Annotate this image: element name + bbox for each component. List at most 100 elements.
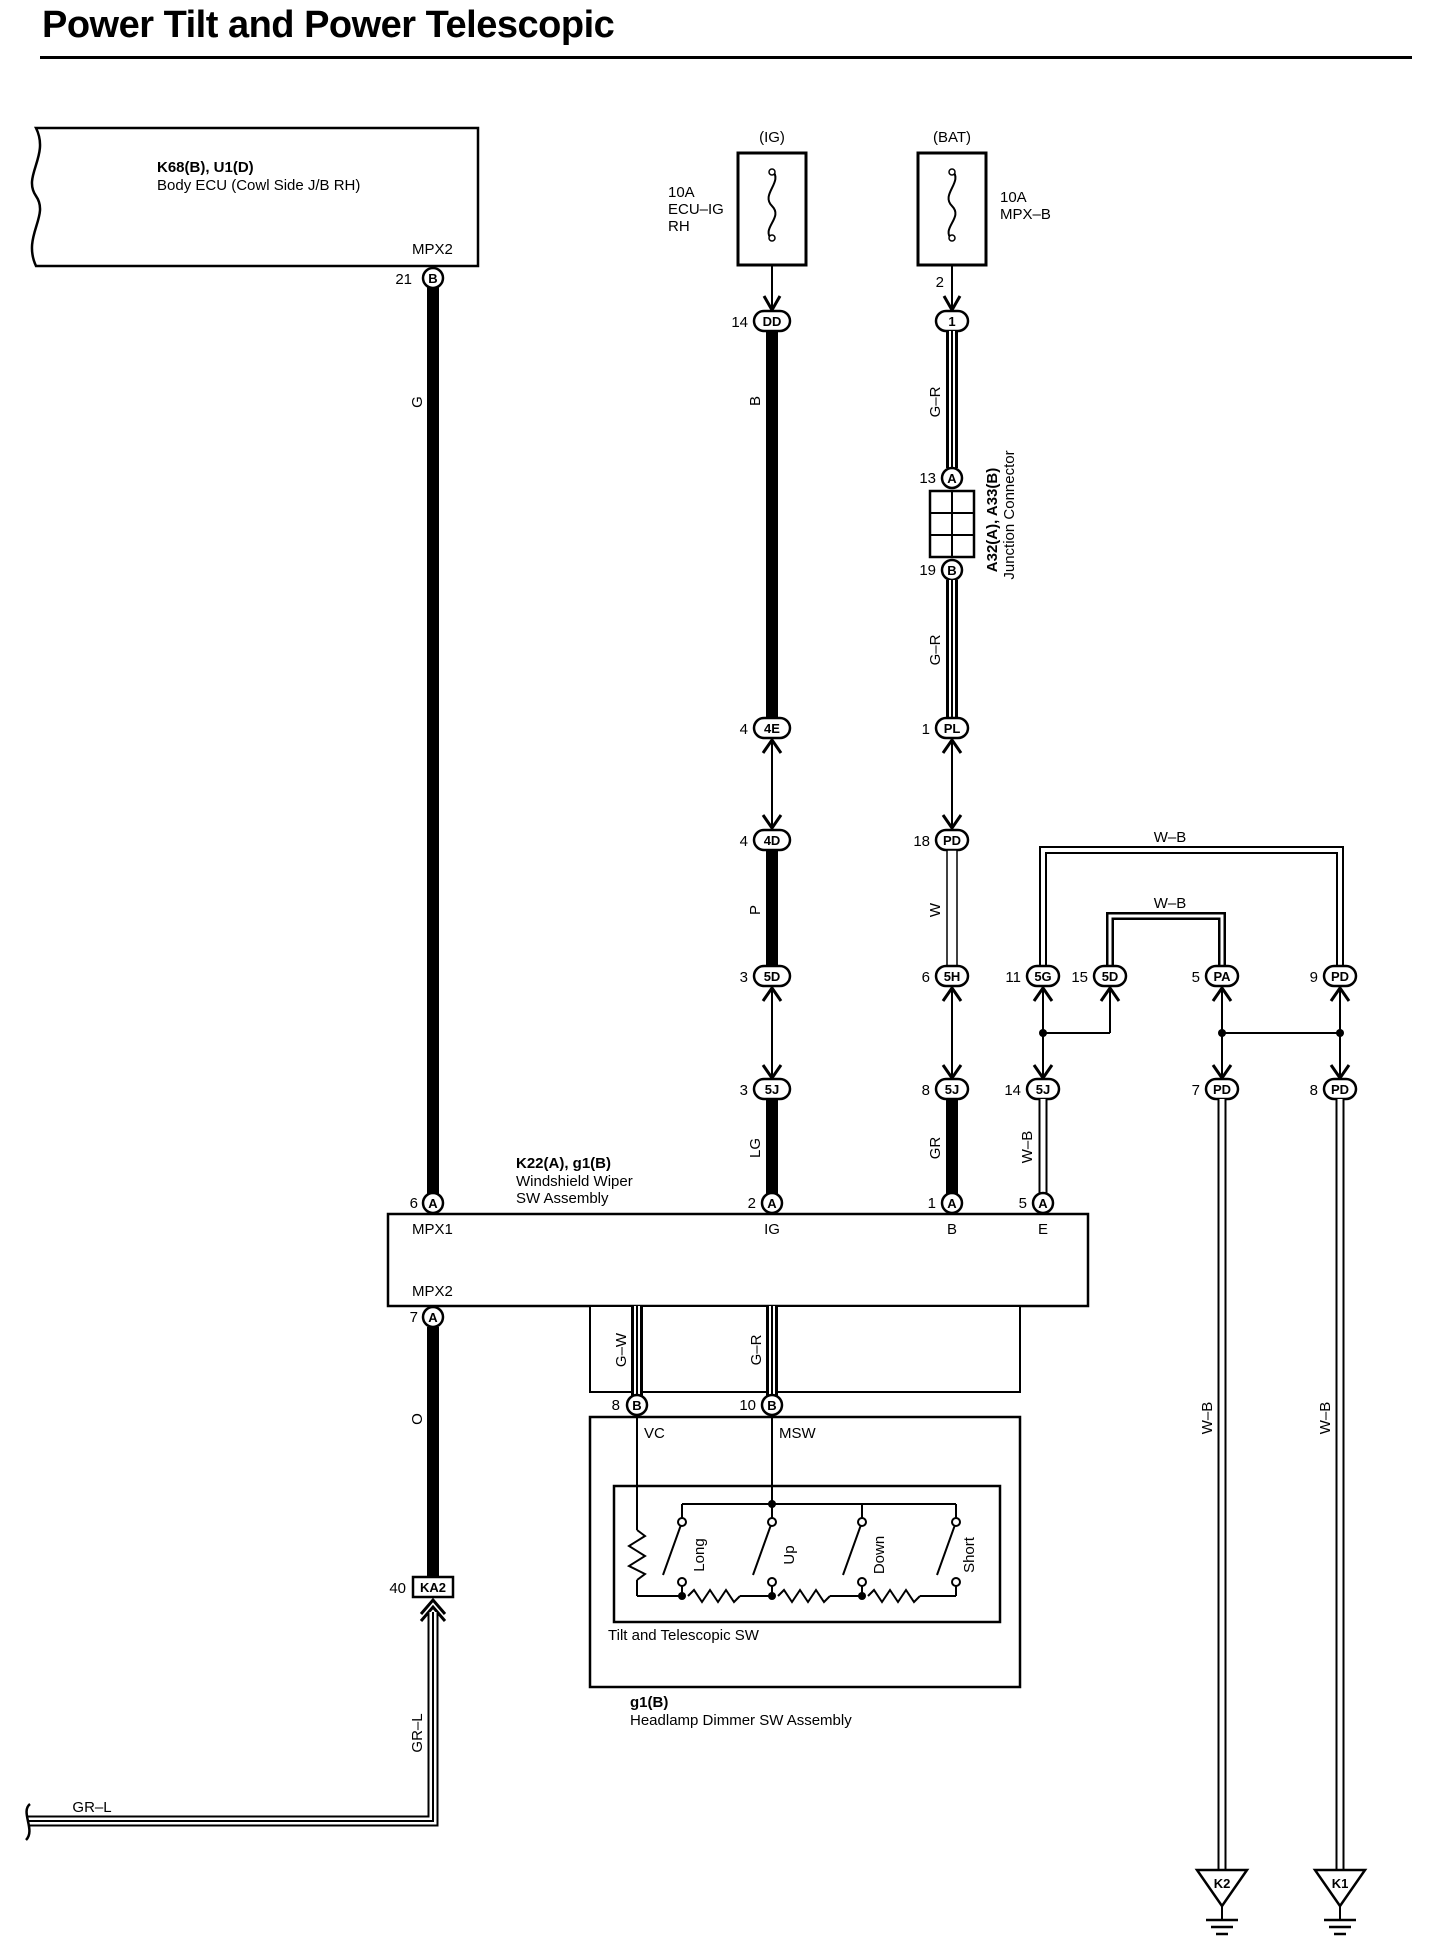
connector-ka2: 40 KA2 [389,1575,455,1599]
svg-text:4D: 4D [764,833,781,848]
wiper-dimmer-link-box [589,1305,1021,1393]
svg-text:11: 11 [1005,969,1021,986]
svg-text:A: A [947,471,957,486]
body-ecu-box [30,126,480,268]
svg-text:KA2: KA2 [420,1580,446,1595]
svg-text:A: A [1038,1196,1048,1211]
fuse-bat-supply: (BAT) [933,129,971,146]
svg-text:7: 7 [410,1309,418,1326]
svg-text:DD: DD [763,314,782,329]
wiper-term-mpx1: MPX1 [412,1221,453,1238]
connector-1: 1 [934,309,970,333]
ground-k1-label: K1 [1332,1876,1349,1891]
connector-5h: 6 5H [922,964,970,988]
connector-wiper-1: 1 A [928,1191,964,1215]
svg-text:15: 15 [1071,969,1088,986]
connector-4d: 4 4D [740,828,792,852]
wiper-sw-name1: Windshield Wiper [516,1173,633,1190]
connector-ecu-21: 21 B [395,266,445,290]
wire-lg [766,1099,778,1194]
svg-text:A: A [947,1196,957,1211]
wire-label-w: W [927,902,944,917]
fuse-ig-rating: 10A [668,184,695,201]
svg-text:6: 6 [922,969,930,986]
wire-gr [946,1099,958,1194]
fuse-bat-icon [947,169,957,241]
svg-text:7: 7 [1192,1082,1200,1099]
tilt-pos-short: Short [961,1536,978,1573]
svg-text:B: B [632,1398,641,1413]
svg-text:PL: PL [944,721,961,736]
svg-text:5: 5 [1019,1195,1027,1212]
wiper-term-e: E [1038,1221,1048,1238]
svg-text:5D: 5D [764,969,781,984]
svg-text:5J: 5J [1036,1082,1050,1097]
body-ecu-code: K68(B), U1(D) [157,159,254,176]
wiper-term-b: B [947,1221,957,1238]
svg-text:18: 18 [913,833,930,850]
fuse-bat-rating: 10A [1000,189,1027,206]
connector-pa: 5 PA [1192,964,1240,988]
svg-text:5J: 5J [765,1082,779,1097]
wire-label-gr-msw: G–R [748,1334,765,1365]
junction-code: A32(A), A33(B) [984,468,1001,572]
svg-text:14: 14 [731,314,748,331]
svg-text:1: 1 [922,721,930,738]
svg-text:A: A [428,1196,438,1211]
wire-label-g: G [409,396,426,408]
wiper-sw-box [386,1212,1090,1308]
wire-o [427,1327,439,1577]
dimmer-sw-code: g1(B) [630,1694,668,1711]
wire-b [766,330,778,720]
svg-text:PD: PD [1213,1082,1231,1097]
connector-5j-bat: 8 5J [922,1077,970,1101]
connector-pd9: 9 PD [1310,964,1358,988]
connector-5j-e: 14 5J [1004,1077,1061,1101]
dimmer-term-msw: MSW [779,1425,817,1442]
fuse-bat-name: MPX–B [1000,206,1051,223]
svg-text:14: 14 [1004,1082,1021,1099]
tilt-pos-up: Up [781,1545,798,1564]
svg-text:4: 4 [740,833,748,850]
connector-j19: 19 B [919,558,964,582]
svg-text:PA: PA [1213,969,1231,984]
svg-text:B: B [767,1398,776,1413]
svg-text:PD: PD [1331,1082,1349,1097]
title-rule [40,56,1412,59]
wire-label-grl-vert: GR–L [409,1713,426,1752]
junction-connector [928,489,976,559]
wiper-sw-name2: SW Assembly [516,1190,609,1207]
connector-wiper-5: 5 A [1019,1191,1055,1215]
connector-g1-10: 10 B [739,1393,784,1417]
dimmer-sw-name: Headlamp Dimmer SW Assembly [630,1712,852,1729]
svg-text:4E: 4E [764,721,780,736]
wire-label-gr-mid: G–R [927,634,944,665]
wire-label-wb-inner: W–B [1154,895,1187,912]
svg-text:21: 21 [395,271,412,288]
junction-name: Junction Connector [1001,450,1018,579]
connector-pd7: 7 PD [1192,1077,1240,1101]
svg-text:3: 3 [740,969,748,986]
connector-5d-ig: 3 5D [740,964,792,988]
svg-text:8: 8 [612,1397,620,1414]
fuse-ig-name2: RH [668,218,690,235]
ground-k2-label: K2 [1214,1876,1231,1891]
wire-label-wb-k1: W–B [1317,1402,1334,1435]
wire-label-b: B [747,396,764,406]
connector-5j-ig: 3 5J [740,1077,792,1101]
page-title: Power Tilt and Power Telescopic [42,4,615,46]
wire-label-wb-e: W–B [1019,1131,1036,1164]
wire-label-gr-upper: G–R [927,386,944,417]
wire-label-lg: LG [747,1138,764,1158]
body-ecu-terminal: MPX2 [412,241,453,258]
svg-text:8: 8 [1310,1082,1318,1099]
wiper-term-ig: IG [764,1221,780,1238]
wiper-sw-code: K22(A), g1(B) [516,1155,611,1172]
wire-label-wb-k2: W–B [1199,1402,1216,1435]
fuse-ig-supply: (IG) [759,129,785,146]
body-ecu-name: Body ECU (Cowl Side J/B RH) [157,177,360,194]
connector-wiper-7: 7 A [410,1305,445,1329]
ground-k1-icon [1312,1868,1368,1936]
svg-text:5J: 5J [945,1082,959,1097]
connector-dd: 14 DD [731,309,792,333]
